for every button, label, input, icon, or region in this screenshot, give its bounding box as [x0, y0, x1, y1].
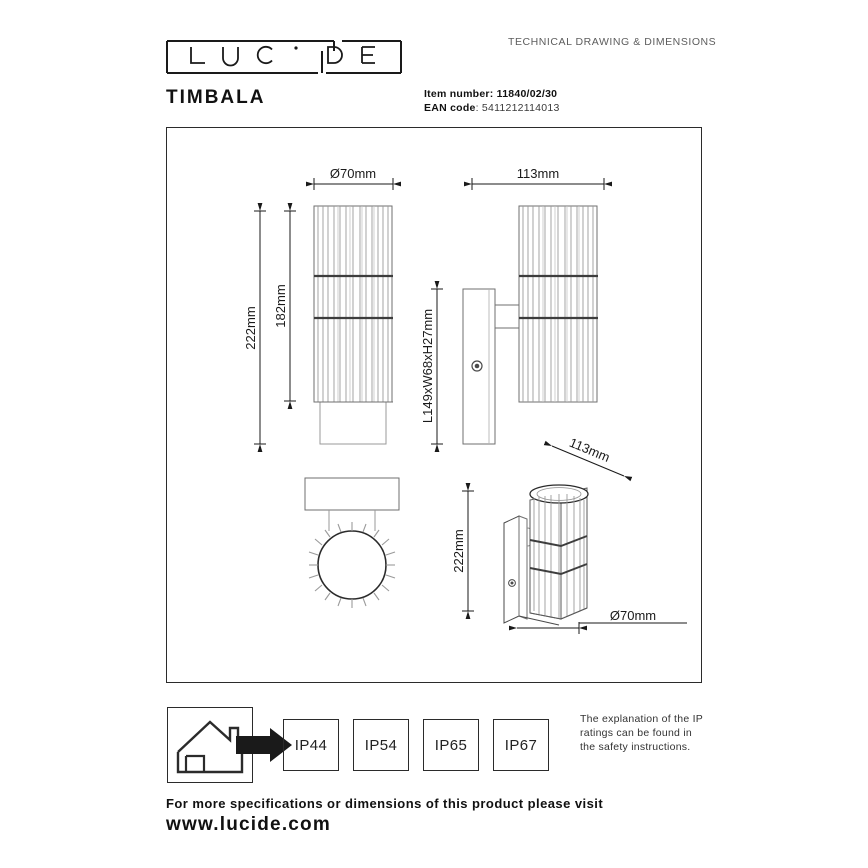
perspective-depth-dimension: 113mm	[543, 435, 633, 482]
front-diameter-label: Ø70mm	[330, 166, 376, 181]
ip-rating-ip65: IP65	[423, 719, 479, 771]
front-view: Ø70mm 222mm 182mm	[243, 166, 401, 452]
side-backplate-dimension: L149xW68xH27mm	[420, 281, 443, 452]
side-backplate-label: L149xW68xH27mm	[420, 309, 435, 423]
ip-rating-label: IP67	[504, 736, 538, 754]
lucide-logo	[166, 36, 402, 74]
item-number-line: Item number: 11840/02/30	[424, 88, 557, 100]
perspective-depth-label: 113mm	[567, 435, 612, 465]
side-width-label: 113mm	[517, 166, 559, 181]
side-view: 113mm L149xW68xH27mm	[420, 166, 612, 452]
perspective-height-label: 222mm	[451, 529, 466, 572]
ean-code-line: EAN code: 5411212114013	[424, 102, 560, 114]
perspective-band-upper	[529, 535, 588, 548]
perspective-diameter-label: Ø70mm	[610, 608, 656, 623]
item-number-value: 11840/02/30	[493, 88, 558, 100]
perspective-band-lower	[529, 563, 588, 576]
page-title: TIMBALA	[166, 87, 266, 108]
right-arrow-icon	[236, 728, 298, 762]
technical-drawing-frame: Ø70mm 222mm 182mm	[166, 127, 702, 683]
front-diameter-dimension: Ø70mm	[306, 166, 401, 190]
ip-rating-label: IP65	[434, 736, 468, 754]
ip-rating-ip67: IP67	[493, 719, 549, 771]
ean-code-value: : 5411212114013	[475, 102, 560, 114]
perspective-fixture-body	[529, 484, 589, 620]
side-width-dimension: 113mm	[464, 166, 612, 190]
perspective-view: 113mm 222mm Ø70mm	[451, 435, 687, 634]
item-number-label: Item number:	[424, 88, 494, 100]
perspective-diameter-dimension: Ø70mm	[509, 608, 687, 634]
footer-text: For more specifications or dimensions of…	[166, 796, 604, 811]
side-wall-plate	[462, 288, 496, 445]
top-view	[304, 477, 400, 608]
top-mount-plate	[304, 477, 400, 511]
front-total-height-dimension: 222mm	[243, 203, 266, 452]
ip-rating-ip44: IP44	[283, 719, 339, 771]
side-arm	[495, 304, 520, 329]
front-body-height-dimension: 182mm	[273, 203, 296, 409]
ip-explanation-note: The explanation of the IP ratings can be…	[580, 713, 703, 754]
footer-website[interactable]: www.lucide.com	[166, 814, 331, 835]
ip-rating-ip54: IP54	[353, 719, 409, 771]
top-fluted-ring	[308, 522, 396, 608]
ean-code-label: EAN code	[424, 102, 476, 114]
side-fixture-body	[518, 205, 598, 403]
perspective-bracket	[503, 515, 560, 626]
front-body-height-label: 182mm	[273, 284, 288, 327]
side-screw-icon	[471, 360, 483, 372]
ip-rating-label: IP44	[294, 736, 328, 754]
front-total-height-label: 222mm	[243, 306, 258, 349]
front-base-plate	[319, 401, 387, 445]
front-fixture-body	[313, 205, 393, 445]
perspective-height-dimension: 222mm	[451, 483, 474, 619]
ip-rating-label: IP54	[364, 736, 398, 754]
technical-drawing-caption: TECHNICAL DRAWING & DIMENSIONS	[508, 36, 717, 48]
